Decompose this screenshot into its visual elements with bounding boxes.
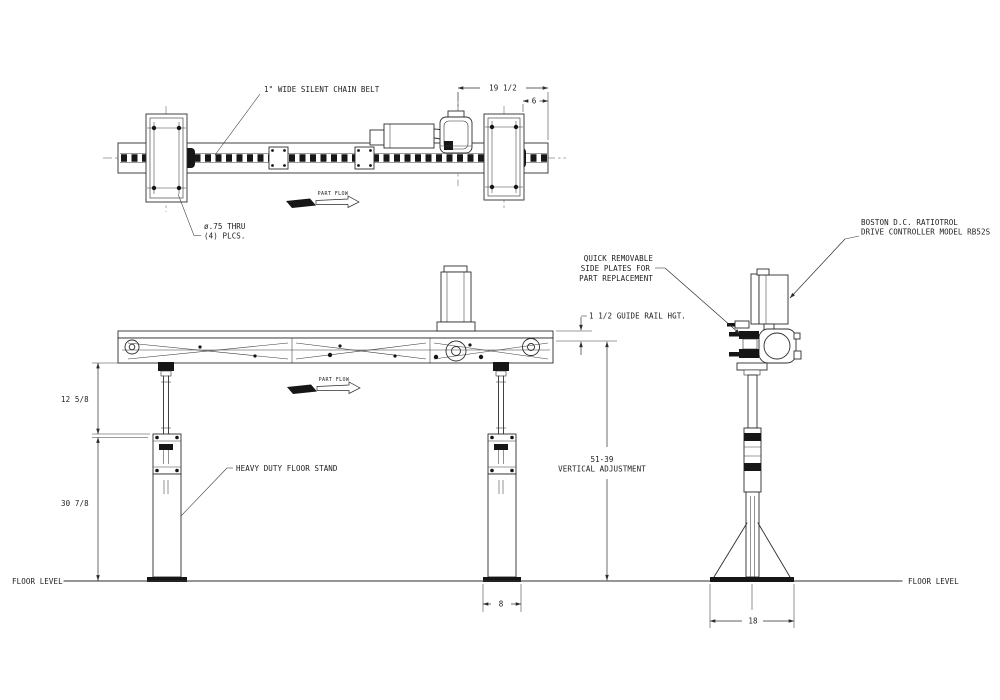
left-floor-stand: [147, 362, 187, 582]
drive-motor-assembly-top: [369, 110, 473, 154]
dim-12-5-8: 12 5/8: [61, 362, 156, 435]
end-view: 18 BOSTON D.C. RATIOTROL DRIVE CONTROLLE…: [579, 218, 991, 628]
motor-cap: [443, 265, 468, 273]
motor-junction-box: [369, 129, 385, 146]
side-plates-label-line3: PART REPLACEMENT: [579, 274, 653, 283]
dim-18-text: 18: [748, 617, 758, 626]
part-flow-label-top: PART FLOW: [318, 191, 349, 197]
guide-rail-clamp-end: [734, 320, 750, 329]
part-flow-tail-icon: [286, 198, 316, 208]
right-floor-stand: [483, 362, 521, 582]
dim-12-5-8-text: 12 5/8: [61, 395, 89, 404]
dim-vertical-adjustment: 51-39 VERTICAL ADJUSTMENT: [558, 341, 646, 581]
vertical-adjustment-line2: VERTICAL ADJUSTMENT: [558, 465, 646, 474]
motor-housing-end: [758, 328, 797, 364]
side-plates-callout: QUICK REMOVABLE SIDE PLATES FOR PART REP…: [579, 254, 741, 335]
rail-rollers: [124, 338, 540, 362]
left-stand-base: [147, 577, 187, 582]
dim-guide-rail-height: 1 1/2 GUIDE RAIL HGT.: [556, 312, 686, 355]
part-flow-arrow-icon: [315, 195, 360, 209]
rail-section-lower: [739, 349, 759, 358]
drive-motor-front: [436, 265, 476, 332]
controller-label-line1: BOSTON D.C. RATIOTROL: [861, 218, 958, 227]
end-floor-stand: [710, 374, 794, 610]
floor-level-label-left: FLOOR LEVEL: [12, 577, 63, 586]
left-gusset: [713, 522, 748, 578]
dim-8-text: 8: [499, 600, 504, 609]
floor-stand-callout: HEAVY DUTY FLOOR STAND: [180, 464, 338, 517]
vertical-adjustment-line1: 51-39: [590, 455, 613, 464]
drive-assembly-end: [727, 320, 802, 376]
dim-19-1-2-text: 19 1/2: [489, 84, 517, 93]
controller-callout: BOSTON D.C. RATIOTROL DRIVE CONTROLLER M…: [789, 218, 991, 299]
guide-rail: [117, 330, 554, 339]
guide-rail-dim-label: 1 1/2 GUIDE RAIL HGT.: [589, 312, 686, 321]
front-view: PART FLOW 12 5/8 30 7/8 8: [61, 265, 686, 612]
motor-flange: [436, 321, 476, 332]
part-flow-label-front: PART FLOW: [319, 377, 350, 383]
top-view: 19 1/2 6 1" WIDE SILENT CHAIN BELT ø.75 …: [103, 84, 566, 241]
right-mounting-plate: [483, 113, 525, 201]
chain-belt-callout: 1" WIDE SILENT CHAIN BELT: [214, 85, 380, 156]
drive-controller-box: [750, 268, 789, 331]
left-mounting-plate: [145, 113, 188, 203]
side-plates-label-line1: QUICK REMOVABLE: [584, 254, 654, 263]
end-stand-base: [710, 577, 794, 582]
part-flow-front: PART FLOW: [287, 377, 361, 395]
chain-clamp-blocks: [268, 146, 375, 170]
dim-6-text: 6: [532, 97, 537, 106]
dim-6: 6: [522, 97, 549, 112]
chain-belt-label: 1" WIDE SILENT CHAIN BELT: [264, 85, 380, 94]
rail-internal-bracing: [122, 338, 550, 363]
part-flow-top: PART FLOW: [286, 191, 360, 209]
floor-stand-label: HEAVY DUTY FLOOR STAND: [236, 464, 338, 473]
dim-19-1-2: 19 1/2: [457, 84, 549, 140]
dim-30-7-8-text: 30 7/8: [61, 499, 89, 508]
part-flow-arrow-icon: [316, 381, 361, 395]
holes-callout: ø.75 THRU (4) PLCS.: [177, 193, 246, 241]
motor-body: [383, 123, 435, 149]
dim-18: 18: [709, 584, 795, 628]
floor-level-label-right: FLOOR LEVEL: [908, 577, 959, 586]
motor-body-front: [440, 271, 472, 323]
stand-top-flange-end: [736, 362, 768, 371]
holes-label-line2: (4) PLCS.: [204, 232, 246, 241]
right-gusset: [757, 522, 791, 578]
dim-30-7-8: 30 7/8: [61, 437, 148, 581]
part-flow-tail-icon: [287, 384, 317, 394]
side-plates-label-line2: SIDE PLATES FOR: [581, 264, 651, 273]
right-stand-base: [483, 577, 521, 582]
holes-label-line1: ø.75 THRU: [204, 222, 246, 231]
dim-8: 8: [482, 584, 522, 612]
rail-section-upper: [739, 331, 759, 339]
controller-label-line2: DRIVE CONTROLLER MODEL RB52S: [861, 228, 991, 237]
